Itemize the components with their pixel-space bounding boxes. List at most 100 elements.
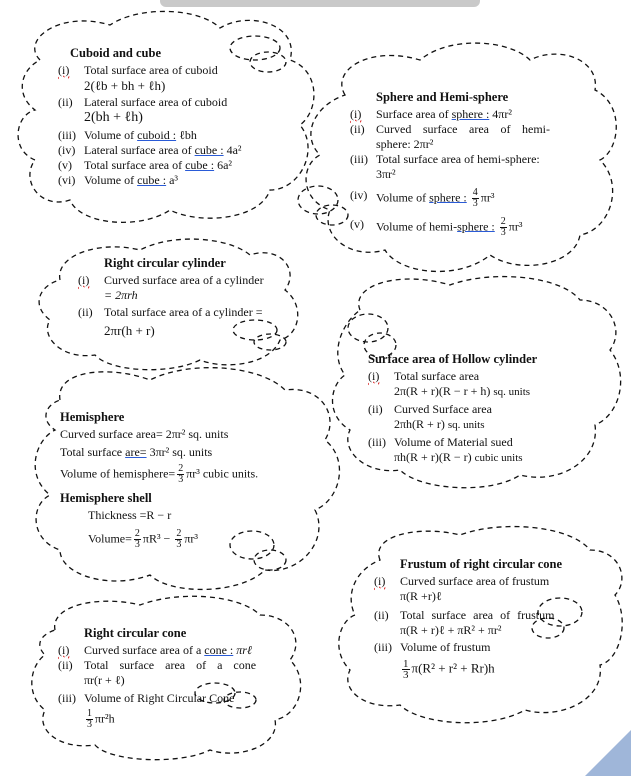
cuboid-section: Cuboid and cube (i) Total surface area of… [58,46,298,188]
cube-link: cube : [137,173,167,187]
cube-lsa-value: 4a² [223,143,242,157]
cloud-loop [229,35,281,61]
cuboid-title: Cuboid and cube [70,46,162,60]
item-number: (ii) [58,658,73,672]
frustum-csa-label: Curved surface area of frustum [400,574,550,588]
sphere-sa-value: 4πr² [489,107,512,121]
hemisphere-csa-label: Curved surface area of hemi-sphere: 2πr² [376,122,550,151]
hemisphere-section: Hemisphere Curved surface area= 2πr² sq.… [60,410,300,550]
cloud-cylinder [38,238,299,371]
cylinder-csa-value: = 2πrh [104,288,138,302]
cube-tsa-label: Total surface area of [84,158,186,172]
sphere-link: sphere : [429,190,467,205]
item-number: (ii) [78,305,93,319]
frustum-volume-label: Volume of frustum [400,640,491,654]
shell-volume-term: πr³ [184,531,198,546]
hemisphere-tsa-label: Total surface area of hemi-sphere: [376,152,540,166]
hollow-cylinder-title: Surface area of Hollow cylinder [368,352,538,366]
cube-lsa-label: Lateral surface area of [84,143,195,157]
item-number: (ii) [374,608,389,622]
cylinder-title: Right circular cylinder [104,256,226,270]
cloud-loop [315,204,349,226]
frustum-volume-value: π(R² + r² + Rr)h [411,660,495,676]
item-number: (i) [374,574,386,588]
hemisphere-tsa-value: 3πr² [376,167,396,181]
cloud-hemisphere [34,367,341,591]
cloud-loop [347,313,389,343]
unit-label: cubic units. [202,466,259,481]
cylinder-csa-label: Curved surface area of a cylinder [104,273,264,287]
item-number: (i) [78,273,90,287]
hemisphere-volume-label: Volume of hemi- [376,219,458,234]
cloud-loop [223,691,257,709]
sphere-title: Sphere and Hemi-sphere [376,90,509,104]
item-number: (iv) [58,143,76,157]
item-number: (i) [368,369,380,383]
item-number: (i) [58,63,70,77]
hemisphere-shell-title: Hemisphere shell [60,491,152,505]
hollow-csa-label: Curved Surface area [394,402,492,416]
unit-label: sq. units [447,419,485,431]
item-number: (vi) [58,173,76,187]
cloud-loop [232,319,278,341]
cloud-loop [531,617,565,639]
hemisphere-title: Hemisphere [60,410,125,424]
cylinder-section: Right circular cylinder (i) Curved surfac… [78,256,278,338]
top-toolbar-strip [160,0,480,7]
cone-link: cone : [204,643,234,657]
cloud-loop [297,185,339,215]
sphere-link: sphere : [451,107,490,121]
item-number: (ii) [350,122,365,136]
cone-title: Right circular cone [84,626,187,640]
item-number: (i) [350,107,362,121]
cuboid-tsa-formula: 2(ℓb + bh + ℓh) [84,78,166,93]
cuboid-link: cuboid : [137,128,177,142]
cloud-cuboid [17,10,315,223]
cloud-loop [253,333,287,351]
hemisphere-tsa-label: Total surface [60,445,126,459]
cylinder-tsa-label: Total surface area of a cylinder = [104,305,263,319]
item-number: (iii) [374,640,392,654]
cylinder-tsa-value: 2πr(h + r) [104,323,155,338]
hollow-tsa-label: Total surface area [394,369,480,383]
cone-volume-value: πr²h [95,711,115,726]
cloud-loop [253,549,287,571]
cuboid-volume-value: ℓbh [176,128,197,142]
cuboid-lsa-label: Lateral surface area of cuboid [84,95,228,109]
frustum-tsa-value: π(R + r)ℓ + πR² + πr² [400,623,502,637]
item-number: (iii) [58,128,76,142]
frustum-section: Frustum of right circular cone (i)Curved… [374,557,594,681]
item-number: (iii) [350,152,368,166]
hemisphere-volume-label: Volume of hemisphere= [60,466,176,481]
hemisphere-csa-value: 2πr² [165,427,186,441]
item-number: (v) [350,217,364,231]
item-number: (v) [58,158,72,172]
shell-thickness: Thickness =R − r [88,508,172,522]
item-number: (i) [58,643,70,657]
cloud-cone [31,595,302,761]
cone-section: Right circular cone (i) Curved surface ar… [58,626,278,730]
shell-volume-term: πR³ − [142,531,171,546]
unit-label: cubic units [474,452,523,464]
cuboid-tsa-label: Total surface area of cuboid [84,63,218,77]
cuboid-volume-label: Volume of [84,128,138,142]
cone-csa-label: Curved surface area of a [84,643,205,657]
hollow-volume-value: πh(R + r)(R − r) [394,450,472,464]
sphere-volume-label: Volume of [376,190,430,205]
item-number: (ii) [58,95,73,109]
sphere-link: sphere : [457,219,495,234]
cloud-loop [229,530,275,560]
cube-link: cube : [194,143,224,157]
cube-tsa-value: 6a² [214,158,233,172]
hollow-csa-value: 2πh(R + r) [394,417,445,431]
cloud-loop [249,51,287,73]
item-number: (iii) [58,691,76,705]
cloud-loop [194,682,236,704]
page-corner-fold [585,730,631,776]
